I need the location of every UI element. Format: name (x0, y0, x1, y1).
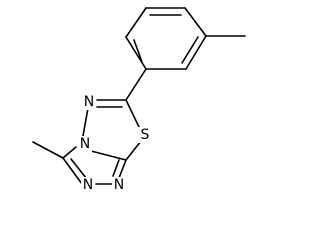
benzene-ring (125, 7, 207, 70)
atom-s: S (138, 127, 152, 143)
bond-ring-double-2 (181, 36, 199, 64)
atom-label-n-triazole-b: N (114, 177, 124, 193)
atom-n-bridge: N (78, 136, 92, 152)
bond-s-c (125, 140, 142, 161)
atom-label-n-triazole-a: N (83, 177, 93, 193)
bond-ring-6 (125, 7, 147, 38)
bond-c-s (125, 99, 140, 128)
bond-n-c-fused (90, 150, 127, 161)
bond-ring-2 (184, 7, 207, 37)
bond-ring-3 (185, 35, 207, 70)
atom-label-s: S (141, 127, 150, 143)
triazole-ring (62, 146, 127, 185)
bond-ring-double-3 (133, 39, 143, 63)
bond-n-n (82, 107, 89, 137)
bond-n-c-right (118, 159, 127, 179)
thiadiazole-ring (82, 99, 142, 161)
bond-n-c-methyl (62, 146, 77, 159)
atom-n-thiadiazole: N (82, 94, 96, 110)
bond-ring-5 (125, 36, 147, 70)
bond-n-c-right-inner (112, 159, 120, 177)
molecule-structure: S N N N N (32, 7, 246, 193)
atom-label-n-thiadiazole: N (84, 94, 94, 110)
atom-n-triazole-a: N (81, 177, 95, 193)
bond-c-n-left-inner (70, 158, 87, 179)
atom-n-triazole-b: N (112, 177, 126, 193)
atom-label-n-bridge: N (80, 136, 90, 152)
bond-aryl-thiadiazole (125, 68, 147, 101)
bond-triazole-methyl (32, 141, 64, 159)
bond-c-n-left (62, 157, 83, 185)
